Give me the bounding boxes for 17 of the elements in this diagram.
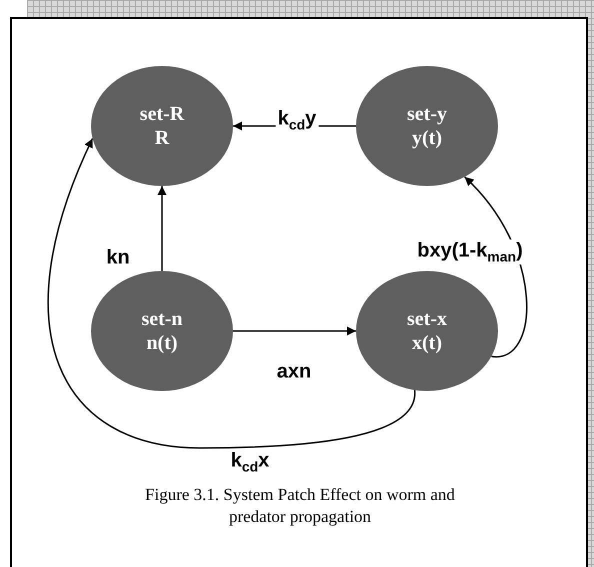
arrow xyxy=(233,326,356,336)
set-variable: y(t) xyxy=(412,126,442,150)
arrow xyxy=(48,138,416,449)
set-variable: R xyxy=(154,126,170,150)
set-ellipse xyxy=(356,271,498,391)
set-variable: x(t) xyxy=(412,331,442,355)
set-ellipse xyxy=(91,271,233,391)
set-name: set-x xyxy=(407,307,447,331)
set-ellipse xyxy=(356,66,498,186)
set-name: set-R xyxy=(140,102,184,126)
set-name: set-y xyxy=(407,102,447,126)
figure-caption: Figure 3.1. System Patch Effect on worm and predator propagation xyxy=(144,484,456,528)
set-ellipse xyxy=(91,66,233,186)
set-variable: n(t) xyxy=(146,331,178,355)
arrow xyxy=(158,186,166,271)
edge-label: k$_{cd}$y xyxy=(276,108,318,132)
set-name: set-n xyxy=(141,307,183,331)
